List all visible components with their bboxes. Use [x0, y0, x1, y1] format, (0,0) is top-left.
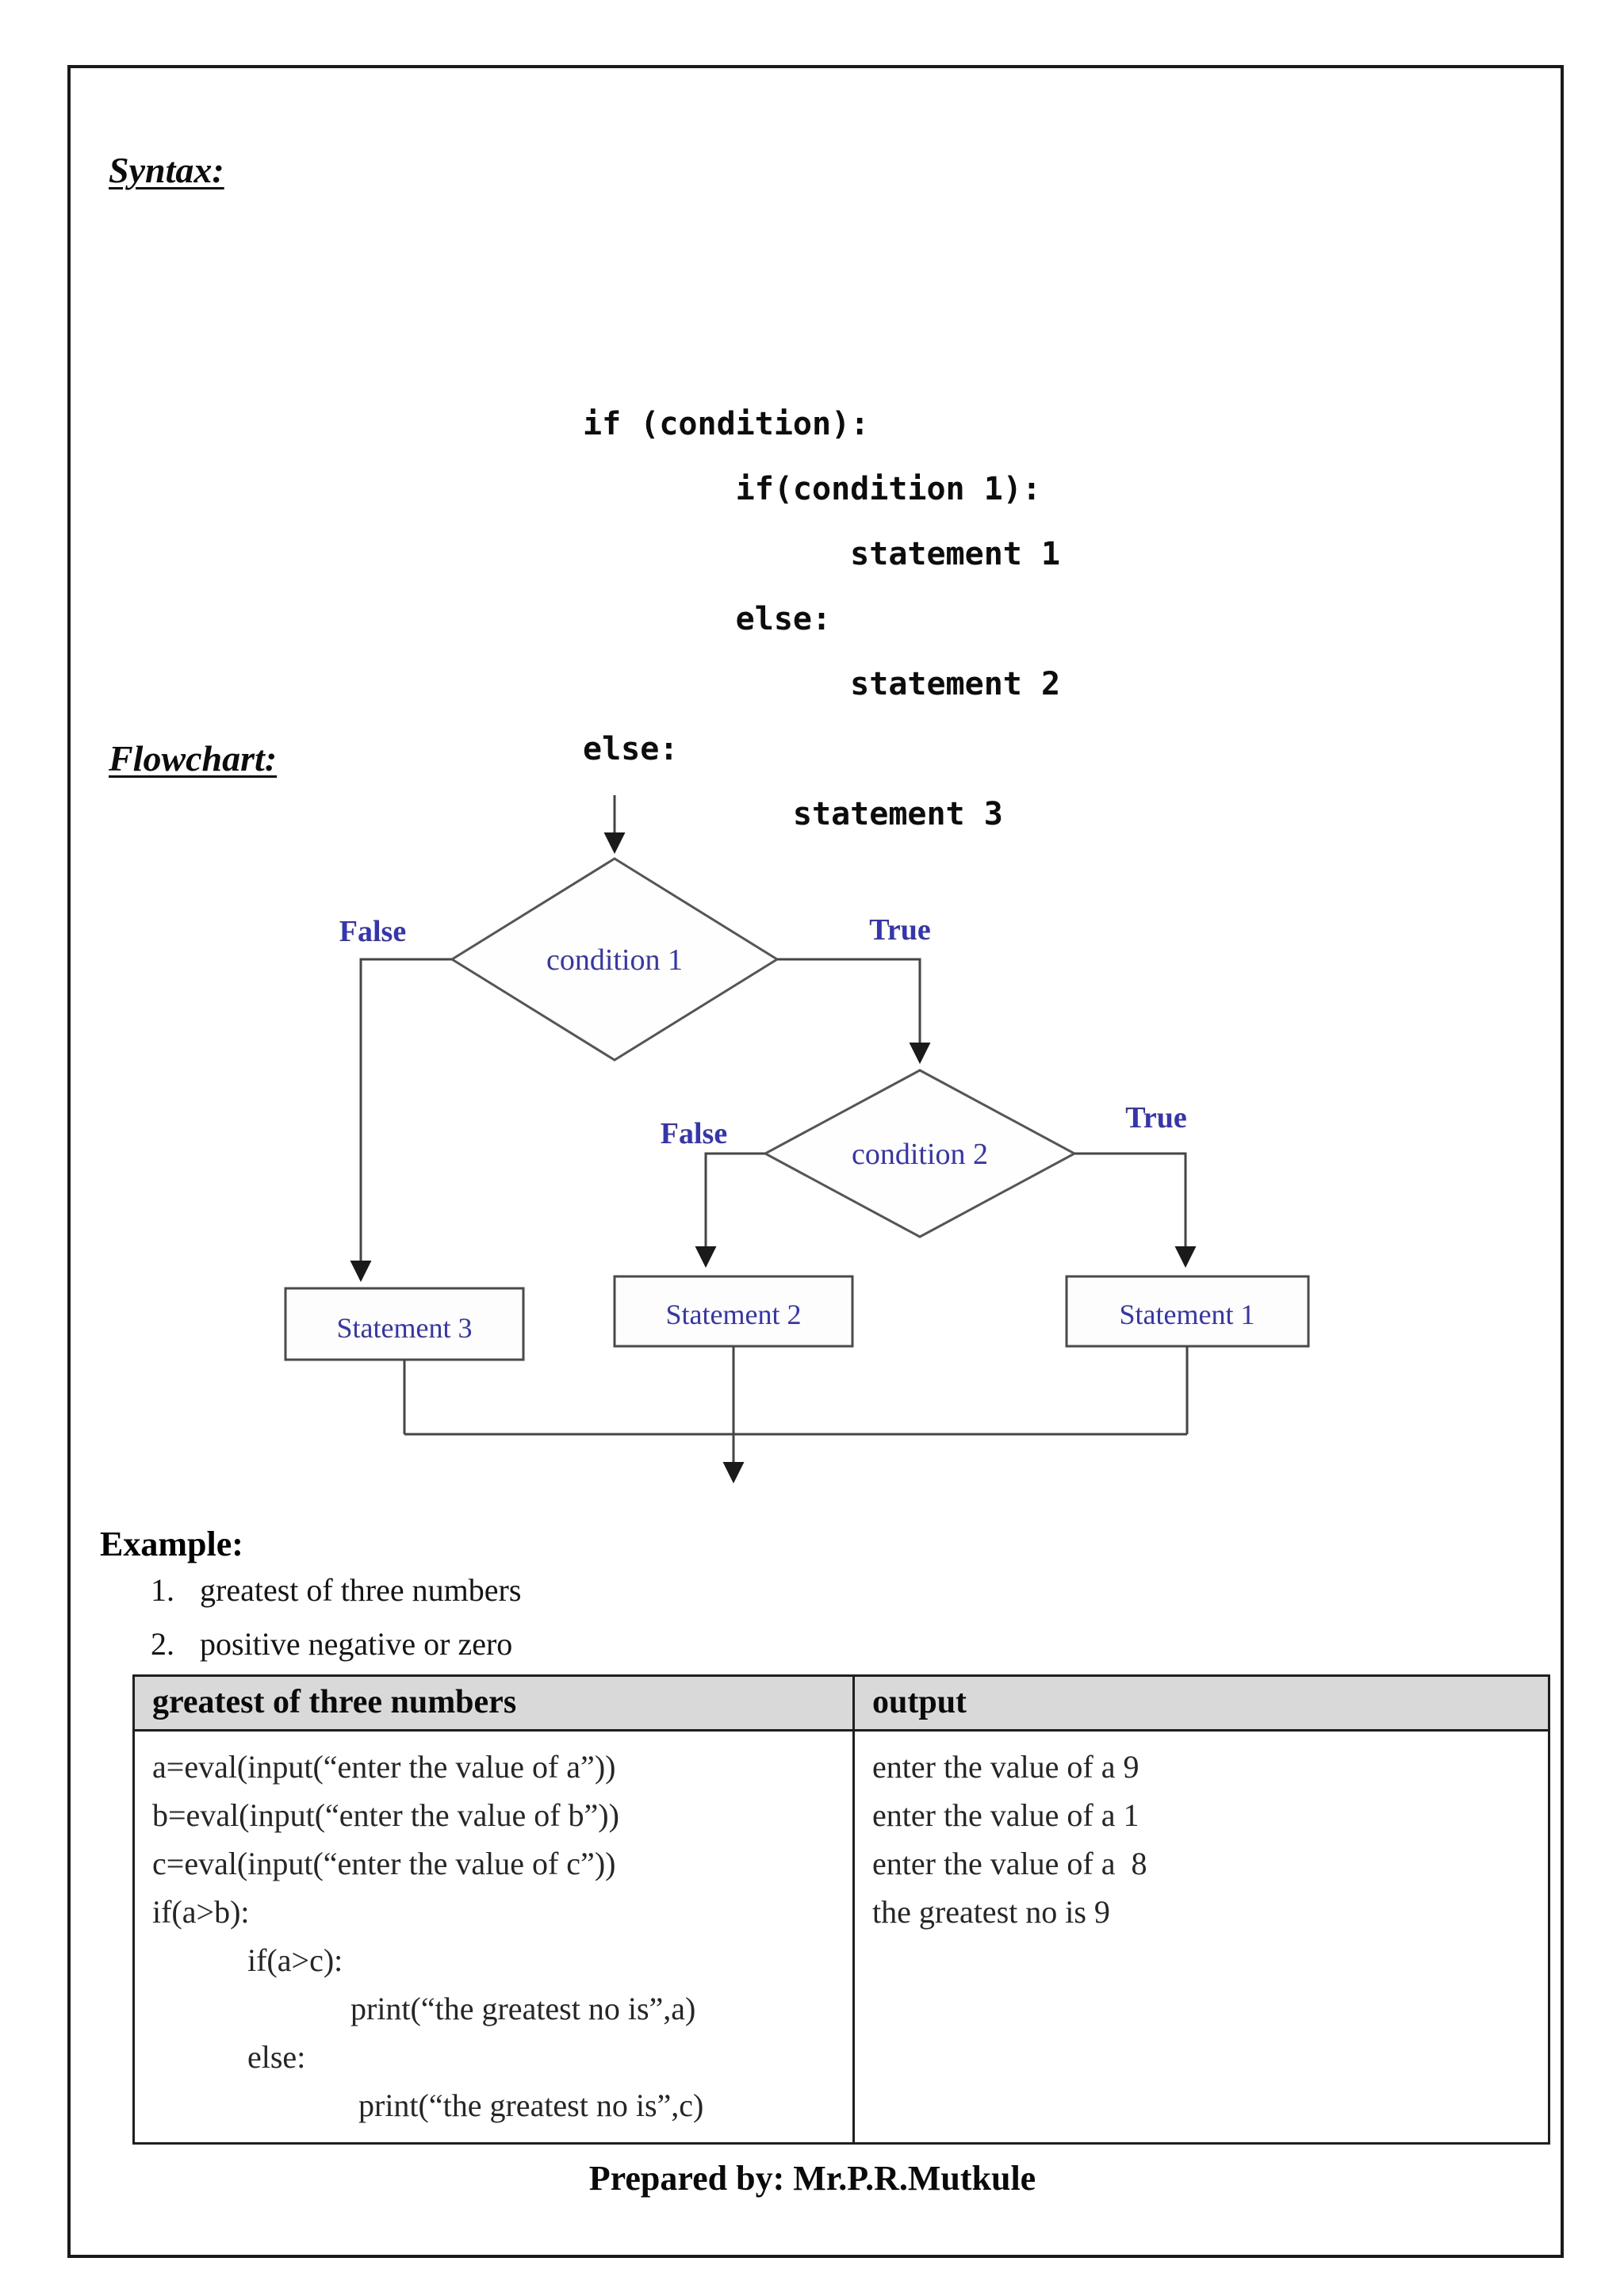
example-heading: Example: — [100, 1525, 243, 1563]
syntax-code-line: statement 3 — [583, 796, 1003, 832]
condition1-true-path — [777, 958, 931, 1065]
footer-credit: Prepared by: Mr.P.R.Mutkule — [588, 2159, 1036, 2198]
output-line: enter the value of a 1 — [872, 1797, 1139, 1833]
statement3-label: Statement 3 — [337, 1312, 473, 1344]
output-line: the greatest no is 9 — [872, 1894, 1110, 1930]
statement2-box — [613, 1275, 854, 1348]
code-line: print(“the greatest no is”,c) — [152, 2087, 704, 2123]
syntax-code-line: else: — [583, 731, 679, 767]
code-line: else: — [152, 2039, 306, 2075]
code-line: if(a>b): — [152, 1894, 250, 1930]
code-line: if(a>c): — [152, 1942, 343, 1978]
condition2-true-label: True — [1125, 1101, 1186, 1135]
flowchart-heading: Flowchart: — [109, 738, 278, 779]
code-line: print(“the greatest no is”,a) — [152, 1991, 696, 2026]
example-item-number: 2. — [151, 1626, 174, 1662]
syntax-code-line: statement 1 — [583, 536, 1061, 572]
table-header-row: greatest of three numbers output — [132, 1674, 1550, 1732]
condition2-false-path — [695, 1152, 765, 1269]
code-line: c=eval(input(“enter the value of c”)) — [152, 1846, 616, 1881]
table-cell-output: enter the value of a 9 enter the value of… — [852, 1729, 1550, 2145]
condition1-false-path — [350, 958, 452, 1283]
condition2-label: condition 2 — [852, 1138, 988, 1171]
statement1-label: Statement 1 — [1120, 1299, 1255, 1330]
condition2-false-label: False — [661, 1117, 727, 1150]
syntax-code-line: if (condition): — [583, 406, 870, 442]
example-list-item: 2. positive negative or zero — [151, 1625, 521, 1663]
syntax-code-line: if(condition 1): — [583, 471, 1041, 507]
example-list-item: 1. greatest of three numbers — [151, 1571, 521, 1609]
condition1-false-label: False — [339, 915, 406, 948]
condition2-diamond — [762, 1069, 1078, 1238]
table-header-output: output — [852, 1674, 1550, 1732]
example-item-text: greatest of three numbers — [200, 1572, 522, 1608]
syntax-heading: Syntax: — [109, 150, 224, 190]
table-body-row: a=eval(input(“enter the value of a”)) b=e… — [132, 1729, 1550, 2145]
code-line: a=eval(input(“enter the value of a”)) — [152, 1749, 616, 1785]
statement3-box — [284, 1287, 525, 1361]
syntax-code-line: else: — [583, 601, 832, 637]
statement1-box — [1065, 1275, 1310, 1348]
statement2-label: Statement 2 — [666, 1299, 802, 1330]
example-item-number: 1. — [151, 1572, 174, 1608]
table-cell-code: a=eval(input(“enter the value of a”)) b=e… — [132, 1729, 855, 2145]
example-item-text: positive negative or zero — [200, 1626, 513, 1662]
output-line: enter the value of a 9 — [872, 1749, 1139, 1785]
condition1-label: condition 1 — [546, 943, 683, 977]
condition1-true-label: True — [869, 913, 930, 947]
condition1-diamond — [450, 857, 779, 1062]
syntax-code-line: statement 2 — [583, 666, 1061, 702]
code-line: b=eval(input(“enter the value of b”)) — [152, 1797, 619, 1833]
example-table: greatest of three numbers output a=eval(… — [132, 1674, 1550, 2145]
syntax-code-block: if (condition): if(condition 1): stateme… — [583, 262, 1060, 847]
example-list: 1. greatest of three numbers 2. positive… — [151, 1571, 521, 1679]
condition2-true-path — [1074, 1152, 1197, 1269]
nested-if-flowchart: condition 1 False True condition 2 False… — [284, 795, 1310, 1484]
table-header-code: greatest of three numbers — [132, 1674, 855, 1732]
output-line: enter the value of a 8 — [872, 1846, 1147, 1881]
